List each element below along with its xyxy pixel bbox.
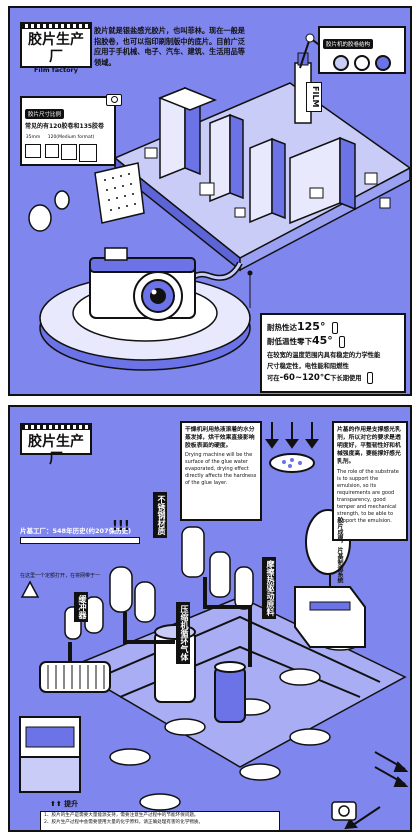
- film-reel-icon: [333, 55, 349, 71]
- film-reel-icon: [375, 55, 391, 71]
- film-size-box: 胶片尺寸比例 常见的有120胶卷和135胶卷 35mm 120(Medium f…: [20, 96, 116, 166]
- size-b-label: 120(Medium format): [47, 135, 95, 140]
- film-size-tag: 胶片尺寸比例: [25, 109, 65, 119]
- friction-label: 摩擦热驱动原料: [262, 557, 276, 619]
- film-strip-top: [22, 425, 90, 430]
- size-b-squares: [45, 142, 97, 162]
- drying-en: Drying machine will be the surface of th…: [185, 452, 257, 486]
- film-size-text: 常见的有120胶卷和135胶卷: [25, 123, 105, 130]
- substrate-box: 片基的作用是支撑感光乳剂，所以对它的要求是透明度好，平整韧性好和机械强度高，要能…: [332, 421, 408, 541]
- bubble-label: 胶片成膜，片基制造系统: [336, 517, 343, 583]
- spec-longterm-suffix: 下长期使用: [330, 375, 362, 382]
- film-sign: FILM: [306, 82, 322, 112]
- film-size-samples: 35mm 120(Medium format): [25, 134, 111, 162]
- film-reel-icons: [323, 55, 401, 71]
- spec-box: 耐热性达125° 耐低温性零下45° 在较宽的温度范围内具有稳定的力学性能 尺寸…: [260, 313, 406, 393]
- up-arrow-icon: ⬆⬆: [50, 800, 62, 808]
- compressor-label: 压缩机循环气体: [176, 602, 190, 664]
- factory-illustration: [28, 33, 410, 371]
- substrate-en: The role of the substrate is to support …: [337, 469, 399, 524]
- size-a-square: [25, 144, 41, 158]
- panel1-title-box: 胶片生产厂 Film factory: [20, 22, 92, 74]
- timeline-exclaim: !!!: [112, 519, 130, 534]
- spec-cold-value: 45°: [312, 334, 333, 347]
- spec-heat: 耐热性达125°: [267, 318, 399, 336]
- spec-longterm: 可在-60~120℃下长期使用: [267, 372, 399, 385]
- panel2-title: 胶片生产厂: [28, 434, 84, 467]
- lift-label: 提升: [64, 800, 79, 808]
- buffer-label: 缓冲器: [74, 592, 88, 622]
- timeline-note: 在这里一个定额打开，在将网带于一: [20, 573, 101, 579]
- spec-cold: 耐低温性零下45°: [267, 332, 399, 350]
- drying-cn: 干燥机利用热液滚着的水分蒸发掉，烘干效果直接影响胶板表面的硬度。: [185, 427, 255, 449]
- thermometer-icon: [339, 336, 346, 348]
- substrate-cn: 片基的作用是支撑感光乳剂，所以对它的要求是透明度好，平整韧性好和机械强度高，要能…: [337, 427, 401, 465]
- film-structure-box: 胶片机的胶卷结构: [318, 26, 406, 74]
- spec-cold-text: 耐低温性零下: [267, 337, 312, 346]
- film-reel-icon: [354, 55, 370, 71]
- film-strip-top: [22, 24, 90, 29]
- spec-heat-text: 耐热性达: [267, 323, 297, 332]
- film-production-panel: 胶片生产厂 片基工厂：548年历史(约207保历史) !!! 在这里一个定额打开…: [8, 405, 412, 832]
- drying-box: 干燥机利用热液滚着的水分蒸发掉，烘干效果直接影响胶板表面的硬度。 Drying …: [180, 421, 262, 521]
- note-1: 1、胶片的生产是需要大量能源支持，需要注意生产过程中的节能环保问题。: [44, 813, 199, 818]
- notes-box: 1、胶片的生产是需要大量能源支持，需要注意生产过程中的节能环保问题。 2、胶片生…: [40, 811, 280, 830]
- stainless-label: 不锈钢材质: [153, 492, 167, 538]
- size-sample-35: 35mm: [25, 134, 41, 162]
- note-2: 2、胶片生产过程中会需要使用大量的化学原料，请正确处理有害的化学物质。: [44, 819, 204, 825]
- panel1-title: 胶片生产厂: [28, 32, 84, 65]
- timeline-label: 片基工厂：548年历史(约207保历史): [20, 527, 132, 535]
- spec-longterm-value: -60~120℃: [279, 373, 331, 383]
- film-factory-panel: 胶片生产厂 Film factory 胶片就是银盐感光胶片，也叫菲林。现在一般是…: [8, 6, 412, 396]
- spec-range: 在较宽的温度范围内具有稳定的力学性能: [267, 352, 381, 359]
- spec-heat-value: 125°: [297, 320, 326, 333]
- camera-icon: [106, 94, 122, 106]
- spec-longterm-text: 可在: [267, 375, 280, 382]
- size-sample-120: 120(Medium format): [45, 134, 97, 162]
- spec-stability: 尺寸稳定性，电性能和阻燃性: [267, 363, 349, 370]
- panel2-title-box: 胶片生产厂: [20, 423, 92, 467]
- size-a-label: 35mm: [25, 135, 41, 140]
- lift-indicator: ⬆⬆ 提升: [50, 799, 78, 809]
- thermometer-icon: [366, 372, 373, 384]
- thermometer-icon: [332, 322, 339, 334]
- film-structure-tag: 胶片机的胶卷结构: [323, 39, 374, 49]
- panel1-intro: 胶片就是银盐感光胶片，也叫菲林。现在一般是指胶卷，也可以指印刷制版中的底片。目前…: [94, 26, 245, 67]
- timeline-bar: [20, 537, 140, 544]
- panel1-subtitle: Film factory: [33, 66, 78, 74]
